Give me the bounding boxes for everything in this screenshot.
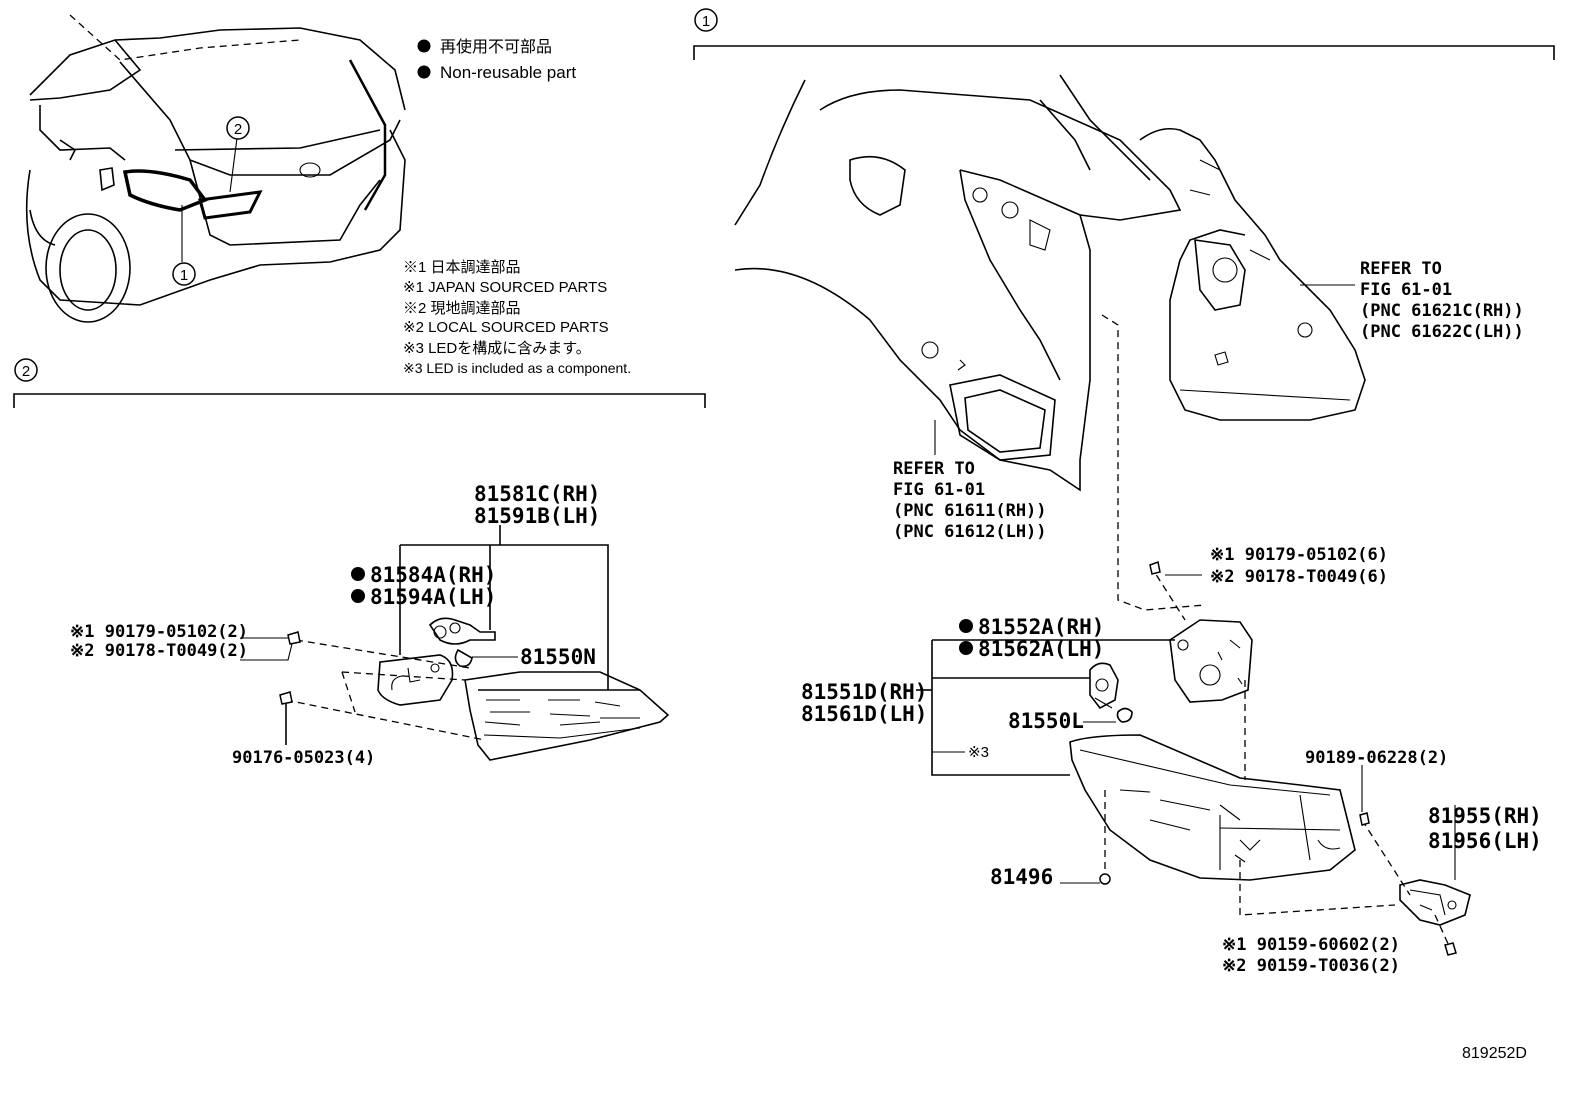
figure-id: 819252D	[1462, 1045, 1527, 1062]
label-81561d-lh: 81561D(LH)	[801, 702, 927, 726]
legend-nonreusable-jp: 再使用不可部品	[440, 38, 552, 56]
svg-text:1: 1	[180, 267, 188, 284]
label-90179-05102-6: ※1 90179-05102(6)	[1210, 545, 1388, 565]
legend-nonreusable-en: Non-reusable part	[440, 63, 576, 82]
note-1-en: ※1 JAPAN SOURCED PARTS	[403, 279, 607, 296]
label-pnc-61612-lh: (PNC 61612(LH))	[893, 522, 1047, 542]
callout-1-car: 1	[172, 262, 196, 286]
label-pnc-61621c-rh: (PNC 61621C(RH))	[1360, 301, 1524, 321]
label-81581c-rh: 81581C(RH)	[474, 482, 600, 506]
section-1-labels-refer: REFER TO FIG 61-01 (PNC 61621C(RH)) (PNC…	[893, 259, 1524, 542]
label-refer-to-a: REFER TO	[1360, 259, 1442, 279]
note-3-jp: ※3 LEDを構成に含みます。	[403, 340, 591, 357]
label-90179-05102-2: ※1 90179-05102(2)	[70, 622, 248, 642]
section-2-illustration	[240, 525, 670, 761]
label-81552a-rh: 81552A(RH)	[978, 615, 1104, 639]
svg-text:2: 2	[22, 363, 30, 380]
label-81591b-lh: 81591B(LH)	[474, 504, 600, 528]
section-1-body-panel	[734, 74, 1182, 492]
label-fig-61-01-a: FIG 61-01	[1360, 280, 1452, 300]
nonreusable-dot-icon	[351, 567, 365, 581]
label-81562a-lh: 81562A(LH)	[978, 637, 1104, 661]
svg-text:2: 2	[234, 121, 242, 138]
label-90189-06228-2: 90189-06228(2)	[1305, 748, 1448, 768]
label-fig-61-01-b: FIG 61-01	[893, 480, 985, 500]
label-note-3-ref: ※3	[968, 744, 989, 761]
label-pnc-61611-rh: (PNC 61611(RH))	[893, 501, 1047, 521]
callout-2-car: 2	[226, 116, 250, 140]
label-81956-lh: 81956(LH)	[1428, 829, 1542, 853]
label-81594a-lh: 81594A(LH)	[370, 585, 496, 609]
section-1-labels-parts: ※1 90179-05102(6) ※2 90178-T0049(6) 8155…	[801, 545, 1542, 976]
sourcing-notes: ※1 日本調達部品 ※1 JAPAN SOURCED PARTS ※2 現地調達…	[403, 259, 631, 376]
label-81551d-rh: 81551D(RH)	[801, 680, 927, 704]
section-1-inner-panel	[1139, 127, 1366, 421]
label-refer-to-b: REFER TO	[893, 459, 975, 479]
label-90159-60602-2: ※1 90159-60602(2)	[1222, 935, 1400, 955]
note-3-en: ※3 LED is included as a component.	[403, 360, 631, 376]
label-81550n: 81550N	[520, 645, 596, 669]
label-81496: 81496	[990, 865, 1053, 889]
nonreusable-dot-icon	[417, 39, 431, 53]
label-90159-t0036-2: ※2 90159-T0036(2)	[1222, 956, 1400, 976]
label-90178-t0049-2: ※2 90178-T0049(2)	[70, 641, 248, 661]
legend: 再使用不可部品 Non-reusable part	[417, 38, 576, 82]
section-1-header: 1	[693, 8, 1555, 60]
svg-text:1: 1	[702, 13, 710, 30]
section-2-labels: 81581C(RH) 81591B(LH) 81584A(RH) 81594A(…	[70, 482, 600, 768]
note-2-en: ※2 LOCAL SOURCED PARTS	[403, 319, 609, 336]
label-81955-rh: 81955(RH)	[1428, 804, 1542, 828]
label-81550l: 81550L	[1008, 709, 1084, 733]
nonreusable-dot-icon	[959, 641, 973, 655]
section-2-header: 2	[13, 358, 706, 408]
nonreusable-dot-icon	[959, 619, 973, 633]
nonreusable-dot-icon	[417, 65, 431, 79]
label-90176-05023-4: 90176-05023(4)	[232, 748, 375, 768]
car-overview-illustration	[25, 14, 406, 323]
label-pnc-61622c-lh: (PNC 61622C(LH))	[1360, 322, 1524, 342]
nonreusable-dot-icon	[351, 589, 365, 603]
section-1-taillight-illustration	[916, 314, 1471, 956]
note-2-jp: ※2 現地調達部品	[403, 300, 521, 317]
note-1-jp: ※1 日本調達部品	[403, 259, 521, 276]
label-90178-t0049-6: ※2 90178-T0049(6)	[1210, 567, 1388, 587]
label-81584a-rh: 81584A(RH)	[370, 563, 496, 587]
